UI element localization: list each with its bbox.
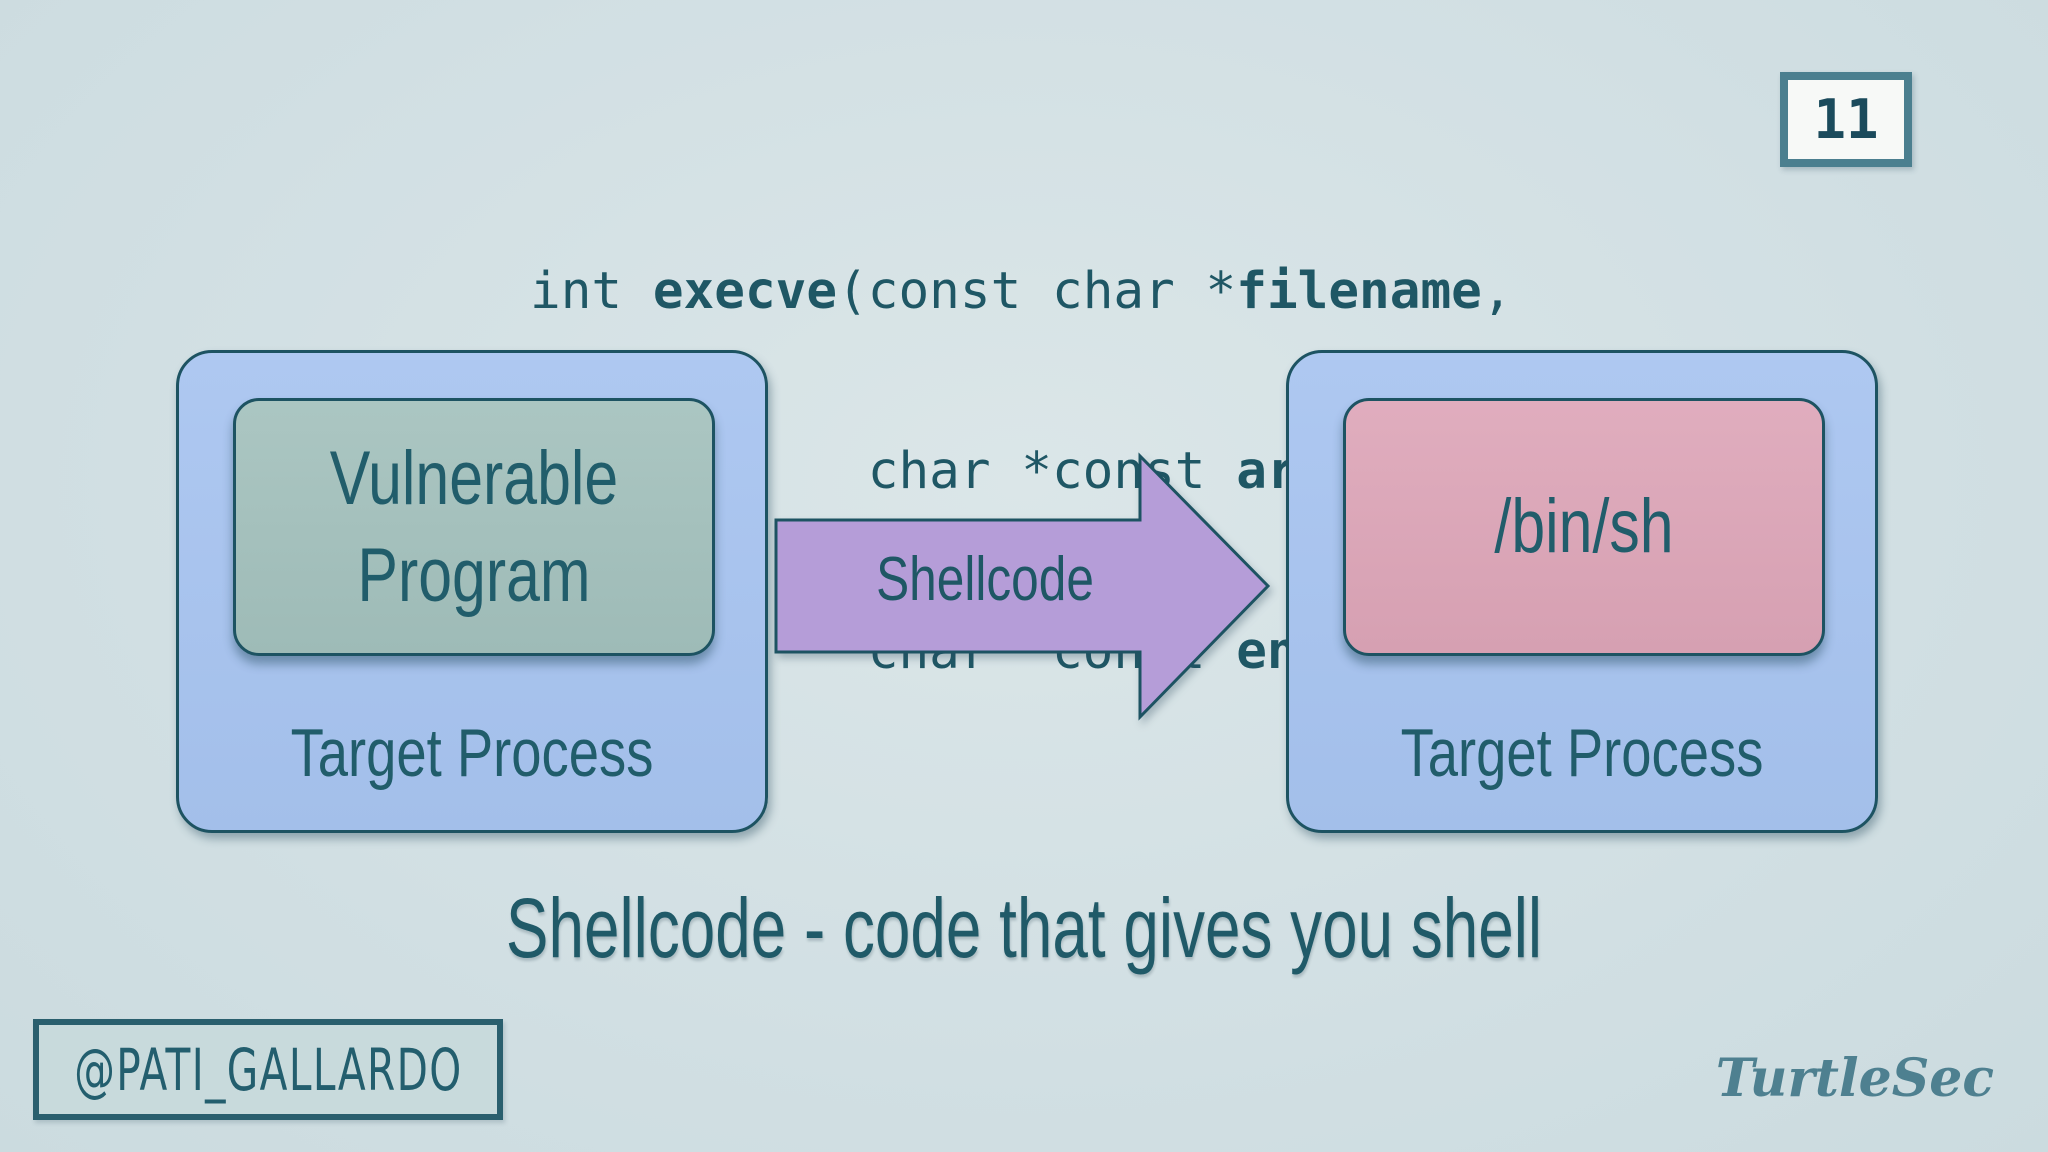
slide-caption: Shellcode - code that gives you shell <box>0 878 2048 979</box>
vulnerable-program-box: Vulnerable Program <box>233 398 715 656</box>
twitter-handle-box: @PATI_GALLARDO <box>33 1019 503 1120</box>
target-process-box-right: /bin/sh Target Process <box>1286 350 1878 833</box>
code-segment: , <box>1481 262 1513 321</box>
shellcode-arrow-label: Shellcode <box>810 549 1160 611</box>
turtlesec-logo: TurtleSec <box>1715 1048 1994 1109</box>
target-process-label-text: Target Process <box>290 715 654 791</box>
slide-number-badge: 11 <box>1780 72 1912 167</box>
target-process-label-text: Target Process <box>1400 715 1764 791</box>
target-process-box-left: Vulnerable Program Target Process <box>176 350 768 833</box>
vulnerable-program-label: Vulnerable Program <box>329 435 619 618</box>
slide-caption-text: Shellcode - code that gives you shell <box>505 881 1543 975</box>
arrow-shape <box>774 452 1271 721</box>
code-segment: int <box>530 262 653 321</box>
bin-sh-box: /bin/sh <box>1343 398 1825 656</box>
target-process-label-left: Target Process <box>179 719 765 787</box>
twitter-handle-text: @PATI_GALLARDO <box>73 1035 463 1104</box>
shellcode-arrow <box>774 452 1271 721</box>
code-segment-function-name: execve <box>652 262 838 321</box>
shellcode-arrow-label-text: Shellcode <box>876 545 1094 614</box>
bin-sh-label: /bin/sh <box>1494 484 1674 570</box>
slide-number: 11 <box>1813 88 1879 151</box>
code-line: int execve(const char *filename, <box>530 262 1513 322</box>
code-segment-param-name: filename <box>1236 262 1482 321</box>
code-segment: (const char * <box>837 262 1237 321</box>
target-process-label-right: Target Process <box>1289 719 1875 787</box>
code-segment: char *const <box>530 442 1237 501</box>
